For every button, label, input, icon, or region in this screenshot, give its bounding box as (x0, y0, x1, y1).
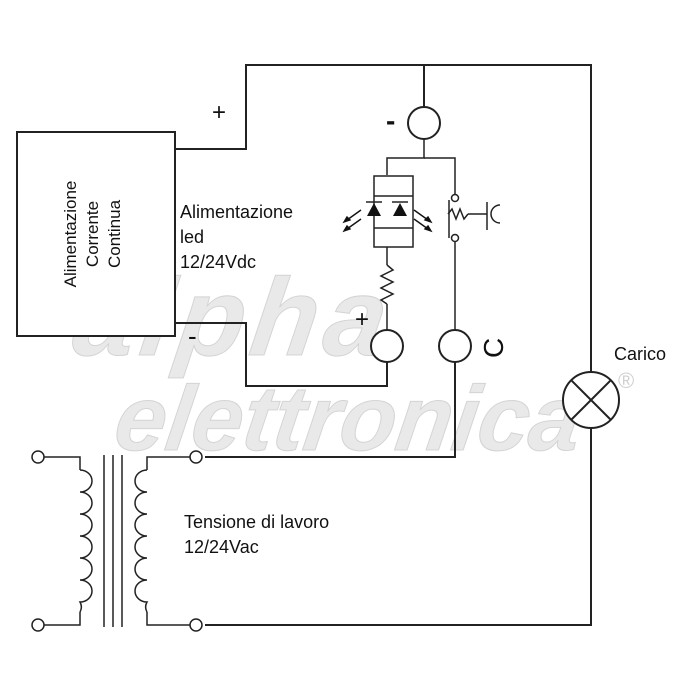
wire-positive-supply (175, 64, 592, 372)
wire-load-to-transformer (205, 428, 592, 626)
power-supply-minus-label: - (188, 321, 197, 351)
led-supply-line1: Alimentazione (180, 202, 293, 222)
led-supply-line3: 12/24Vdc (180, 252, 256, 272)
primary-terminal-top (31, 450, 45, 464)
switch-bottom-contact (450, 233, 460, 243)
terminal-minus-label: - (386, 105, 395, 136)
primary-lead-bottom (44, 612, 81, 626)
wire-common-to-transformer (205, 362, 456, 458)
power-supply-line3: Continua (105, 199, 124, 268)
primary-lead-top (44, 456, 81, 470)
wire-common-minus (386, 139, 425, 175)
power-supply-line1: Alimentazione (61, 181, 80, 288)
relay-module: - + (342, 105, 509, 363)
switch-top-contact (450, 193, 460, 203)
work-voltage-label: Tensione di lavoro 12/24Vac (184, 512, 329, 557)
secondary-lead-bottom (146, 612, 190, 626)
secondary-lead-top (146, 456, 190, 470)
power-supply-box: Alimentazione Corrente Continua + - (16, 99, 226, 351)
led-supply-line2: led (180, 227, 204, 247)
lamp-cross-b (570, 379, 612, 421)
work-voltage-line1: Tensione di lavoro (184, 512, 329, 532)
switch-sensor-icon (490, 204, 501, 224)
terminal-common (438, 329, 472, 363)
power-supply-line2: Corrente (83, 201, 102, 267)
load-label: Carico (614, 344, 666, 364)
secondary-coil-icon (134, 469, 149, 613)
watermark-line2: elettronica (109, 366, 589, 469)
led-block (373, 175, 414, 248)
wires (175, 64, 592, 626)
led2-light-arrows-icon (413, 209, 433, 233)
terminal-plus-label: + (355, 306, 369, 333)
load-lamp: Carico (562, 344, 666, 429)
wire-negative-supply (175, 322, 388, 387)
switch-spring-icon (447, 206, 469, 222)
primary-terminal-bottom (31, 618, 45, 632)
power-supply-plus-label: + (212, 99, 226, 126)
resistor-icon (379, 264, 395, 305)
wire-to-switch (424, 157, 456, 194)
led2-icon (393, 203, 407, 216)
led1-light-arrows-icon (342, 209, 362, 233)
work-voltage-line2: 12/24Vac (184, 537, 259, 557)
terminal-common-label: C (478, 338, 509, 358)
watermark: alpha elettronica ® (66, 256, 634, 470)
led-supply-label: Alimentazione led 12/24Vdc (180, 202, 293, 272)
power-supply-rect (16, 131, 176, 337)
secondary-terminal-top (189, 450, 203, 464)
secondary-terminal-bottom (189, 618, 203, 632)
terminal-minus (407, 106, 441, 140)
primary-coil-icon (78, 469, 93, 613)
led1-icon (367, 203, 381, 216)
transformer (31, 450, 203, 632)
terminal-plus (370, 329, 404, 363)
watermark-registered-mark: ® (618, 368, 634, 393)
